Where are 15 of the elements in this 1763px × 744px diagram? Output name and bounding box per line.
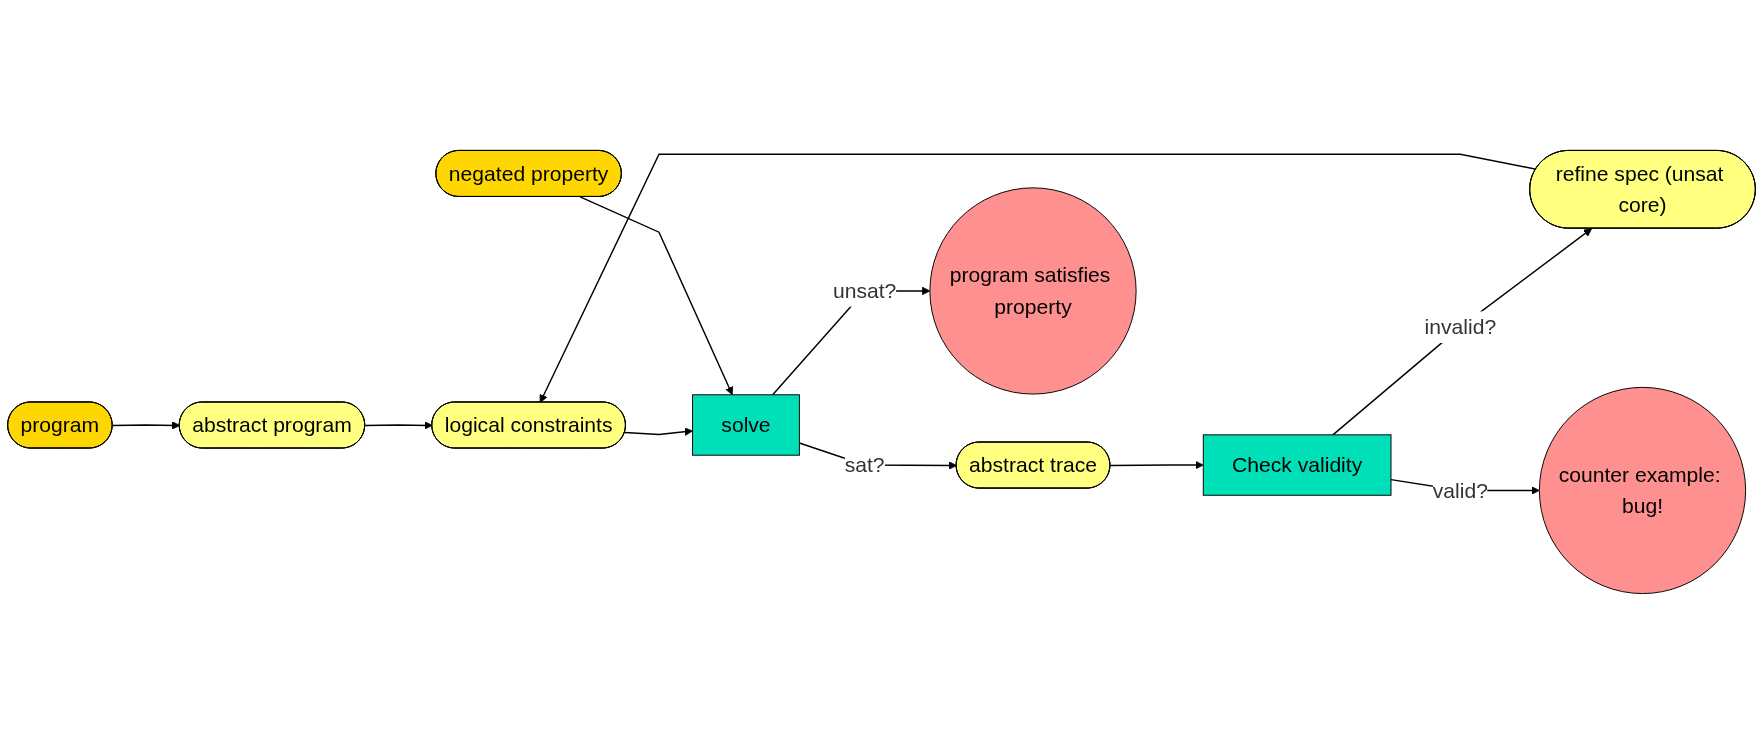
- node-circle: program satisfies property: [929, 187, 1137, 395]
- edge-label: valid?: [1432, 478, 1488, 503]
- arrow: [1332, 228, 1593, 436]
- edge-label: sat?: [844, 453, 885, 478]
- node-circle: counter example: bug!: [1538, 386, 1747, 595]
- arrow: [1109, 460, 1204, 470]
- node-box: Check validity: [1202, 434, 1392, 496]
- edge-label: unsat?: [832, 278, 897, 303]
- node-box: solve: [692, 394, 800, 456]
- edge-label: invalid?: [1424, 315, 1497, 340]
- arrow: [539, 153, 1537, 403]
- arrow: [579, 196, 734, 396]
- arrow: [624, 427, 693, 436]
- arrow: [364, 421, 433, 430]
- arrow: [111, 421, 181, 430]
